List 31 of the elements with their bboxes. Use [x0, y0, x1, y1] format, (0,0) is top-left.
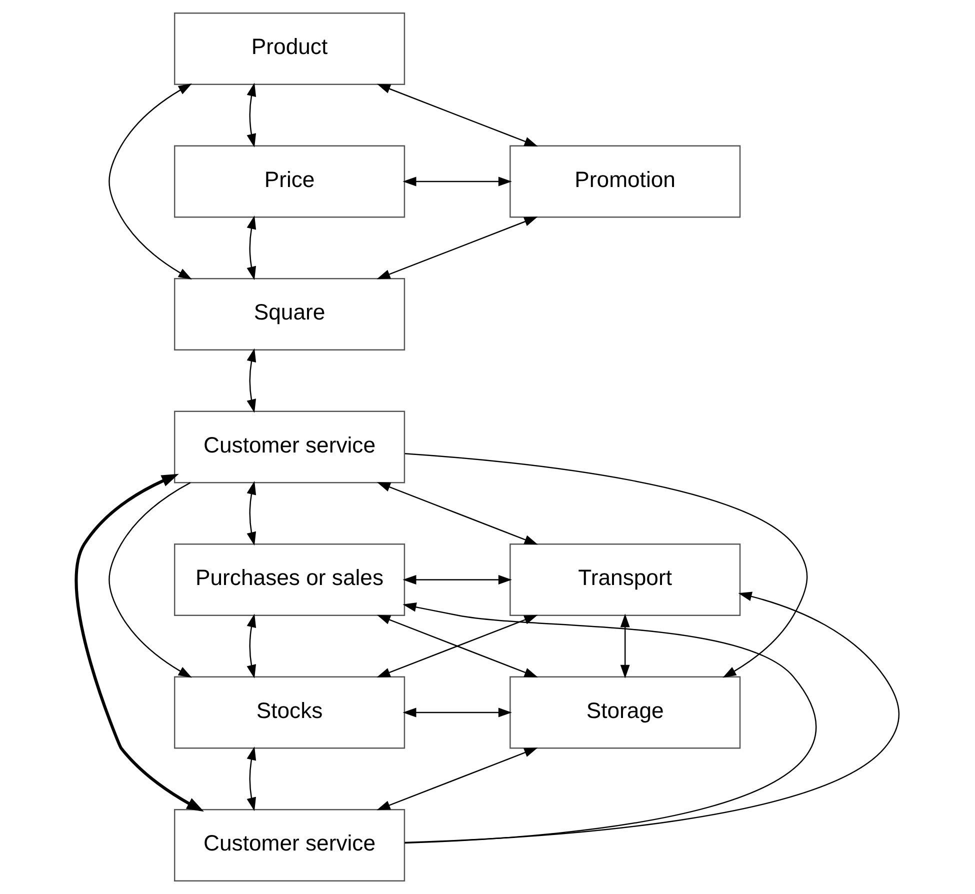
arrow	[376, 482, 538, 545]
arrow	[246, 82, 256, 148]
node-box: Customer service	[174, 808, 406, 882]
node-box: Customer service	[174, 410, 406, 484]
arrow	[108, 84, 192, 280]
arrow	[246, 481, 256, 546]
arrow	[376, 614, 538, 678]
arrow	[246, 216, 256, 280]
node-box: Purchases or sales	[174, 543, 406, 616]
arrow	[620, 614, 630, 678]
node-box: Promotion	[510, 145, 741, 218]
node-box: Product	[174, 12, 406, 86]
arrow	[402, 176, 512, 186]
arrow	[376, 748, 538, 810]
arrow	[246, 746, 256, 812]
arrow	[404, 592, 900, 844]
arrow	[74, 474, 204, 812]
node-box: Transport	[510, 543, 741, 616]
node-box: Square	[174, 278, 406, 351]
node-box: Price	[174, 145, 406, 218]
arrow	[108, 482, 192, 678]
arrow	[376, 84, 538, 146]
arrow	[246, 348, 256, 413]
arrow	[404, 453, 808, 678]
node-box: Stocks	[174, 676, 406, 749]
arrow	[246, 614, 256, 678]
arrow	[402, 575, 512, 584]
arrow	[402, 602, 816, 844]
arrow	[402, 708, 512, 718]
node-box: Storage	[510, 676, 741, 749]
arrow	[376, 216, 538, 280]
